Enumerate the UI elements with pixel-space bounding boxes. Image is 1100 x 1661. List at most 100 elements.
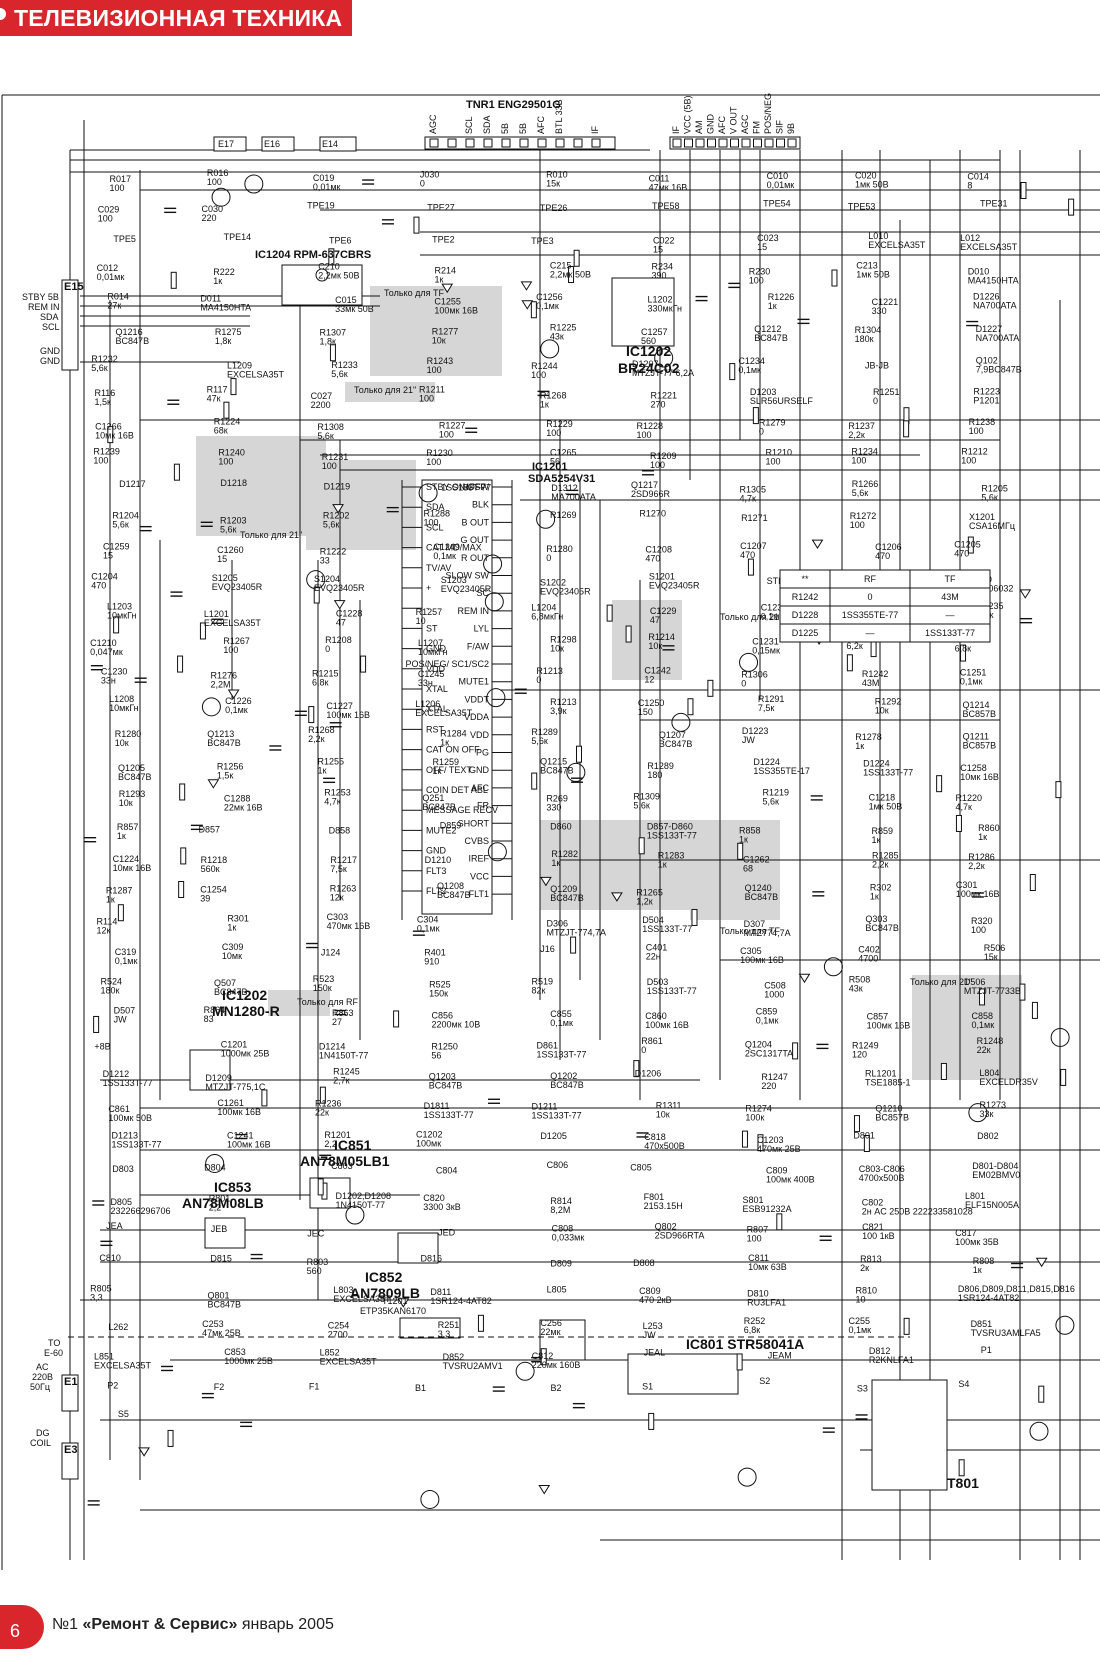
component-label: R116: [94, 388, 115, 398]
component-label: D1205: [540, 1131, 567, 1141]
component-label: R1306: [741, 670, 768, 680]
component-label: R1288: [423, 509, 450, 519]
component-value: 100 1кВ: [862, 1231, 894, 1241]
component-value: EVQ23405R: [212, 582, 263, 592]
ic1201-label: IC1201: [532, 461, 567, 473]
tuner2-pin-label: VCC (5B): [683, 95, 693, 134]
component-label: R1203: [220, 516, 247, 526]
e17-label: E17: [218, 139, 234, 149]
component-label: C1262: [743, 855, 770, 865]
component-value: 10мкГн: [109, 703, 139, 713]
component-value: 1мк 50В: [869, 802, 903, 812]
ic1201-pin-right: GND: [469, 765, 490, 775]
component-value: 0,1мк: [433, 551, 456, 561]
component-value: 232266296706: [110, 1206, 170, 1216]
tuner-pin-label: SDA: [482, 115, 492, 134]
component-label: R1218: [201, 855, 228, 865]
component-value: 10мкГн: [418, 647, 448, 657]
component-label: R1214: [648, 632, 675, 642]
component-label: D861: [537, 1040, 559, 1050]
component-value: BC857B: [962, 709, 996, 719]
component-label: D808: [633, 1258, 655, 1268]
component-value: 470: [954, 549, 969, 559]
component-value: 100: [765, 457, 780, 467]
component-value: 100: [109, 183, 124, 193]
component-value: 100: [546, 428, 561, 438]
component-label: R1221: [650, 390, 677, 400]
component-label: C1226: [225, 696, 252, 706]
component-label: C023: [757, 233, 779, 243]
component-label: R805: [90, 1284, 112, 1294]
component-label: R1245: [333, 1066, 360, 1076]
component-value: 47: [650, 615, 660, 625]
component-value: 1SS133T-77: [532, 1110, 582, 1120]
component-label: C821: [862, 1222, 884, 1232]
component-label: Q1217: [631, 480, 658, 490]
component-value: 43к: [550, 332, 564, 342]
component-label: R525: [429, 979, 451, 989]
component-label: R252: [744, 1316, 766, 1326]
component-value: 1к: [855, 741, 864, 751]
component-label: C303: [327, 912, 349, 922]
component-value: 2,2к: [872, 860, 889, 870]
component-value: 2,2к: [968, 861, 985, 871]
ic1201-pin-right: R OUT: [461, 553, 490, 563]
component-label: C508: [764, 980, 786, 990]
component-label: R523: [313, 974, 335, 984]
component-label: R1276: [211, 670, 238, 680]
t1201-part: ETP35KAN6170: [360, 1306, 426, 1316]
component-label: C1201: [221, 1039, 248, 1049]
component-value: BC847B: [207, 738, 241, 748]
table-cell: D1228: [792, 610, 819, 620]
component-label: C1210: [90, 638, 117, 648]
component-value: 10к: [656, 1110, 670, 1120]
component-label: D307: [744, 919, 766, 929]
component-value: 1,8к: [319, 337, 336, 347]
tuner2-pin-label: V OUT: [729, 106, 739, 134]
component-value: 82к: [531, 986, 545, 996]
component-label: R1225: [550, 323, 577, 333]
component-value: 100мк 16В: [326, 710, 370, 720]
component-value: 1,8к: [215, 336, 232, 346]
component-label: R1220: [955, 793, 982, 803]
component-label: R1208: [325, 635, 352, 645]
component-value: 100мк 16В: [217, 1107, 261, 1117]
component-label: R857: [117, 822, 139, 832]
component-label: Q1208: [437, 881, 464, 891]
component-value: 470x500В: [644, 1141, 685, 1151]
component-label: R1229: [546, 419, 573, 429]
component-label: Q1240: [745, 883, 772, 893]
component-value: 56: [431, 1050, 441, 1060]
component-value: 1к: [440, 737, 449, 747]
component-value: 10мк 16В: [113, 863, 152, 873]
component-label: C213: [856, 261, 878, 271]
table-cell: RF: [864, 574, 876, 584]
component-value: BC847B: [116, 336, 150, 346]
component-value: 15: [757, 242, 767, 252]
component-label: R1226: [768, 292, 795, 302]
component-label: R269: [546, 794, 568, 804]
component-label: R1230: [426, 448, 453, 458]
component-label: C1258: [960, 763, 987, 773]
page-footer: 6 №1 «Ремонт & Сервис» январь 2005: [0, 1599, 1100, 1661]
ic1201-pin-right: SHORT: [458, 818, 490, 828]
component-label: R1213: [536, 666, 563, 676]
component-value: TSE1885-1: [865, 1077, 911, 1087]
component-label: L253: [643, 1321, 663, 1331]
ic1201-pin-left: -: [426, 603, 429, 613]
component-value: EVQ23405R: [649, 581, 700, 591]
component-label: D1224: [863, 759, 890, 769]
component-label: R1251: [873, 387, 900, 397]
component-value: 0,033мк: [552, 1232, 585, 1242]
component-value: 330: [546, 803, 561, 813]
component-value: EXCELSA35T: [415, 708, 473, 718]
component-label: C1205: [954, 540, 981, 550]
component-label: R1284: [440, 728, 467, 738]
component-label: R1202: [323, 510, 350, 520]
component-label: L1208: [109, 694, 134, 704]
tuner2-pin-label: FM: [752, 121, 762, 134]
component-label: D1202,D1208: [335, 1191, 391, 1201]
component-value: 1SS133T-77: [647, 986, 697, 996]
component-value: 0: [641, 1045, 646, 1055]
component-label: C1228: [336, 609, 363, 619]
